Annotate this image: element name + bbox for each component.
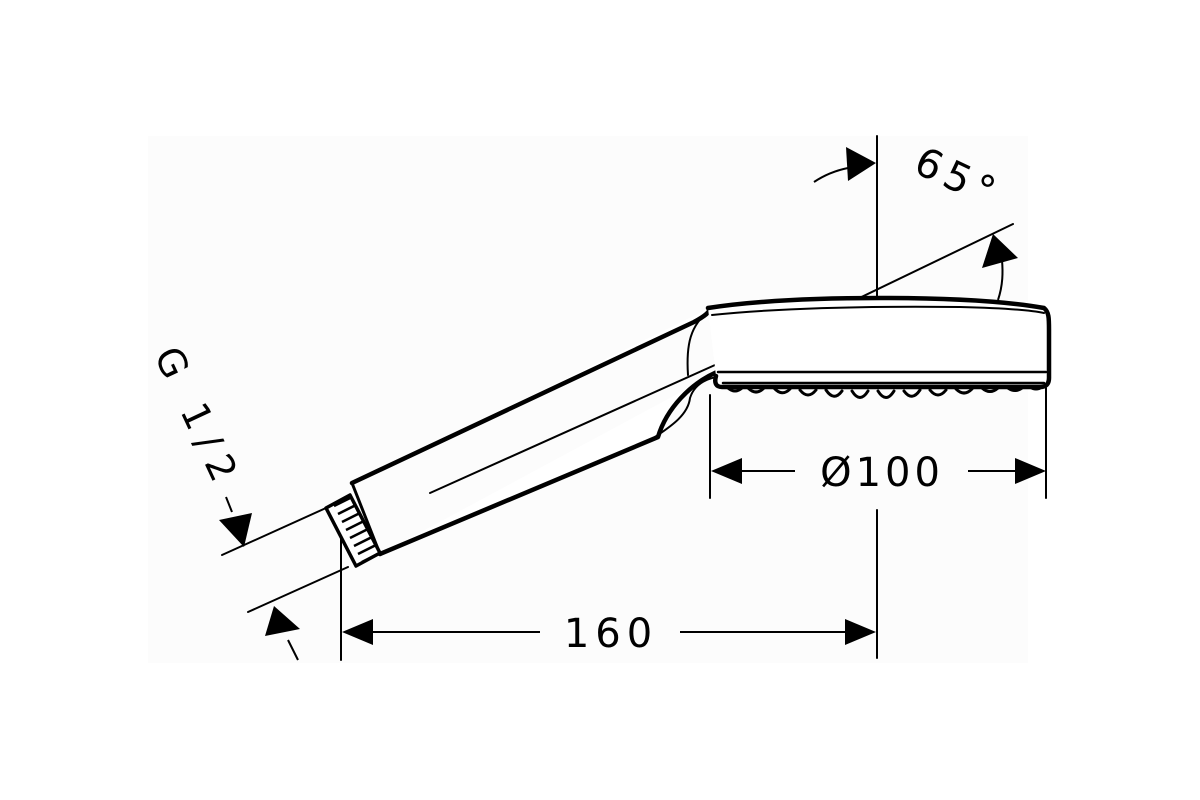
arrow-right-icon: [845, 619, 876, 645]
head-outline: [705, 295, 1052, 390]
thread-extension-upper: [221, 507, 327, 556]
dimension-160: [342, 619, 876, 645]
length-label: 160: [564, 611, 658, 657]
shower-head: [705, 295, 1052, 399]
arrow-down-icon: [219, 513, 252, 547]
arrow-left-icon: [342, 619, 373, 645]
handle-inner-curve: [686, 309, 711, 376]
dimension-angle: [813, 147, 1018, 301]
thread-extension-lower: [247, 566, 349, 613]
neck-fillet: [654, 375, 723, 438]
dimension-diameter: [711, 458, 1046, 484]
arrow-up-icon: [982, 234, 1018, 268]
arrow-right-icon: [846, 147, 876, 181]
nozzle-row: [726, 385, 1044, 399]
arrow-up-icon: [265, 606, 300, 636]
head-top-band: [711, 305, 1045, 316]
arrow-right-icon: [1015, 458, 1046, 484]
handle-axis-line: [429, 364, 716, 494]
drawing-panel: [148, 136, 1028, 663]
arrow-left-icon: [711, 458, 742, 484]
dimension-thread: [219, 496, 300, 661]
diameter-label: Ø100: [820, 450, 944, 496]
